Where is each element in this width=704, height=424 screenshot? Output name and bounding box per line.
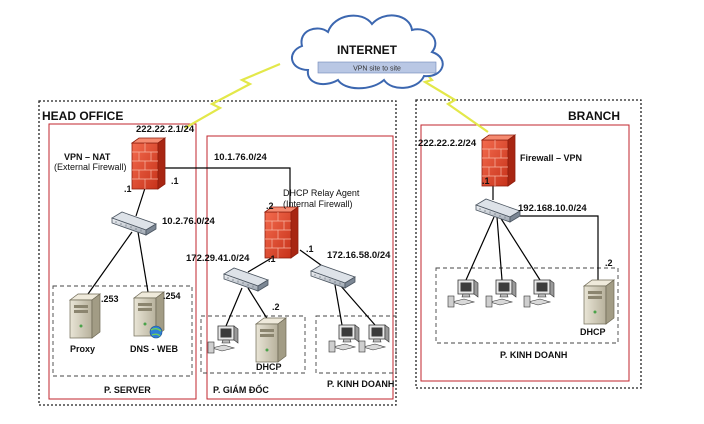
vpn-tunnel-bar [317,61,437,74]
ho-wan-ip: 222.22.2.1/24 [136,124,195,135]
proxy-server-icon [69,293,101,339]
proxy-label: Proxy [70,344,95,354]
room-server-label: P. SERVER [104,385,151,395]
branch-boundary [415,99,642,389]
server-switch-icon [111,211,157,236]
room-kd-label: P. KINH DOANH [327,379,394,389]
dns-host-id: .254 [163,291,181,301]
branch-room-label: P. KINH DOANH [500,350,567,360]
branch-zone [420,124,630,382]
int-fw-if-left: .1 [268,254,276,264]
kd-workstation-1-icon [328,324,360,353]
room-kd-box [315,315,397,374]
int-fw-if-right: .1 [306,244,314,254]
branch-title: BRANCH [568,109,620,123]
branch-lan-label: 192.168.10.0/24 [518,203,587,214]
dhcp-relay-label: DHCP Relay Agent [283,188,360,198]
room-gd-label: P. GIÁM ĐỐC [213,384,269,395]
branch-dhcp-label: DHCP [580,327,606,337]
head-office-title: HEAD OFFICE [42,109,123,123]
ho-dhcp-host-id: .2 [272,302,280,312]
proxy-host-id: .253 [101,294,119,304]
branch-dhcp-server-icon [583,279,615,325]
kd-workstation-2-icon [358,324,390,353]
branch-wan-ip: 222.22.2.2/24 [418,138,477,149]
kd-switch-icon [310,264,356,289]
vpn-tunnel-label: VPN site to site [353,66,401,73]
gd-network-label: 172.29.41.0/24 [186,253,250,264]
head-office-server-zone [48,123,197,400]
branch-switch-icon [475,198,521,223]
vpn-lightning-head-office [184,62,281,129]
branch-dhcp-host-id: .2 [605,258,613,268]
branch-room-box [435,267,619,344]
vpn-nat-label: VPN – NAT [64,152,111,162]
branch-firewall-label: Firewall – VPN [520,153,582,163]
int-fw-if-top: .2 [266,201,274,211]
internet-label: INTERNET [337,43,398,57]
branch-workstation-3-icon [523,279,555,308]
ext-fw-if-left: .1 [124,184,132,194]
dns-web-label: DNS - WEB [130,344,178,354]
head-office-boundary [38,100,397,406]
room-gd-box [200,315,306,374]
head-office-lan-zone [206,135,394,400]
link-network-label: 10.1.76.0/24 [214,152,268,163]
globe-icon [149,325,163,339]
external-firewall-icon [131,137,166,190]
room-server-box [52,285,193,377]
external-firewall-label: (External Firewall) [54,162,127,172]
ho-dhcp-server-icon [255,317,287,363]
server-network-label: 10.2.76.0/24 [162,216,216,227]
branch-fw-if: .1 [482,176,490,186]
branch-workstation-2-icon [485,279,517,308]
internal-firewall-icon [264,206,299,259]
kd-network-label: 172.16.58.0/24 [327,250,391,261]
branch-workstation-1-icon [447,279,479,308]
gd-workstation-icon [207,325,239,354]
network-links [87,167,599,327]
gd-switch-icon [223,267,269,292]
ho-dhcp-label: DHCP [256,362,282,372]
internal-firewall-label: (Internal Firewall) [283,199,353,209]
ext-fw-if-right: .1 [171,176,179,186]
